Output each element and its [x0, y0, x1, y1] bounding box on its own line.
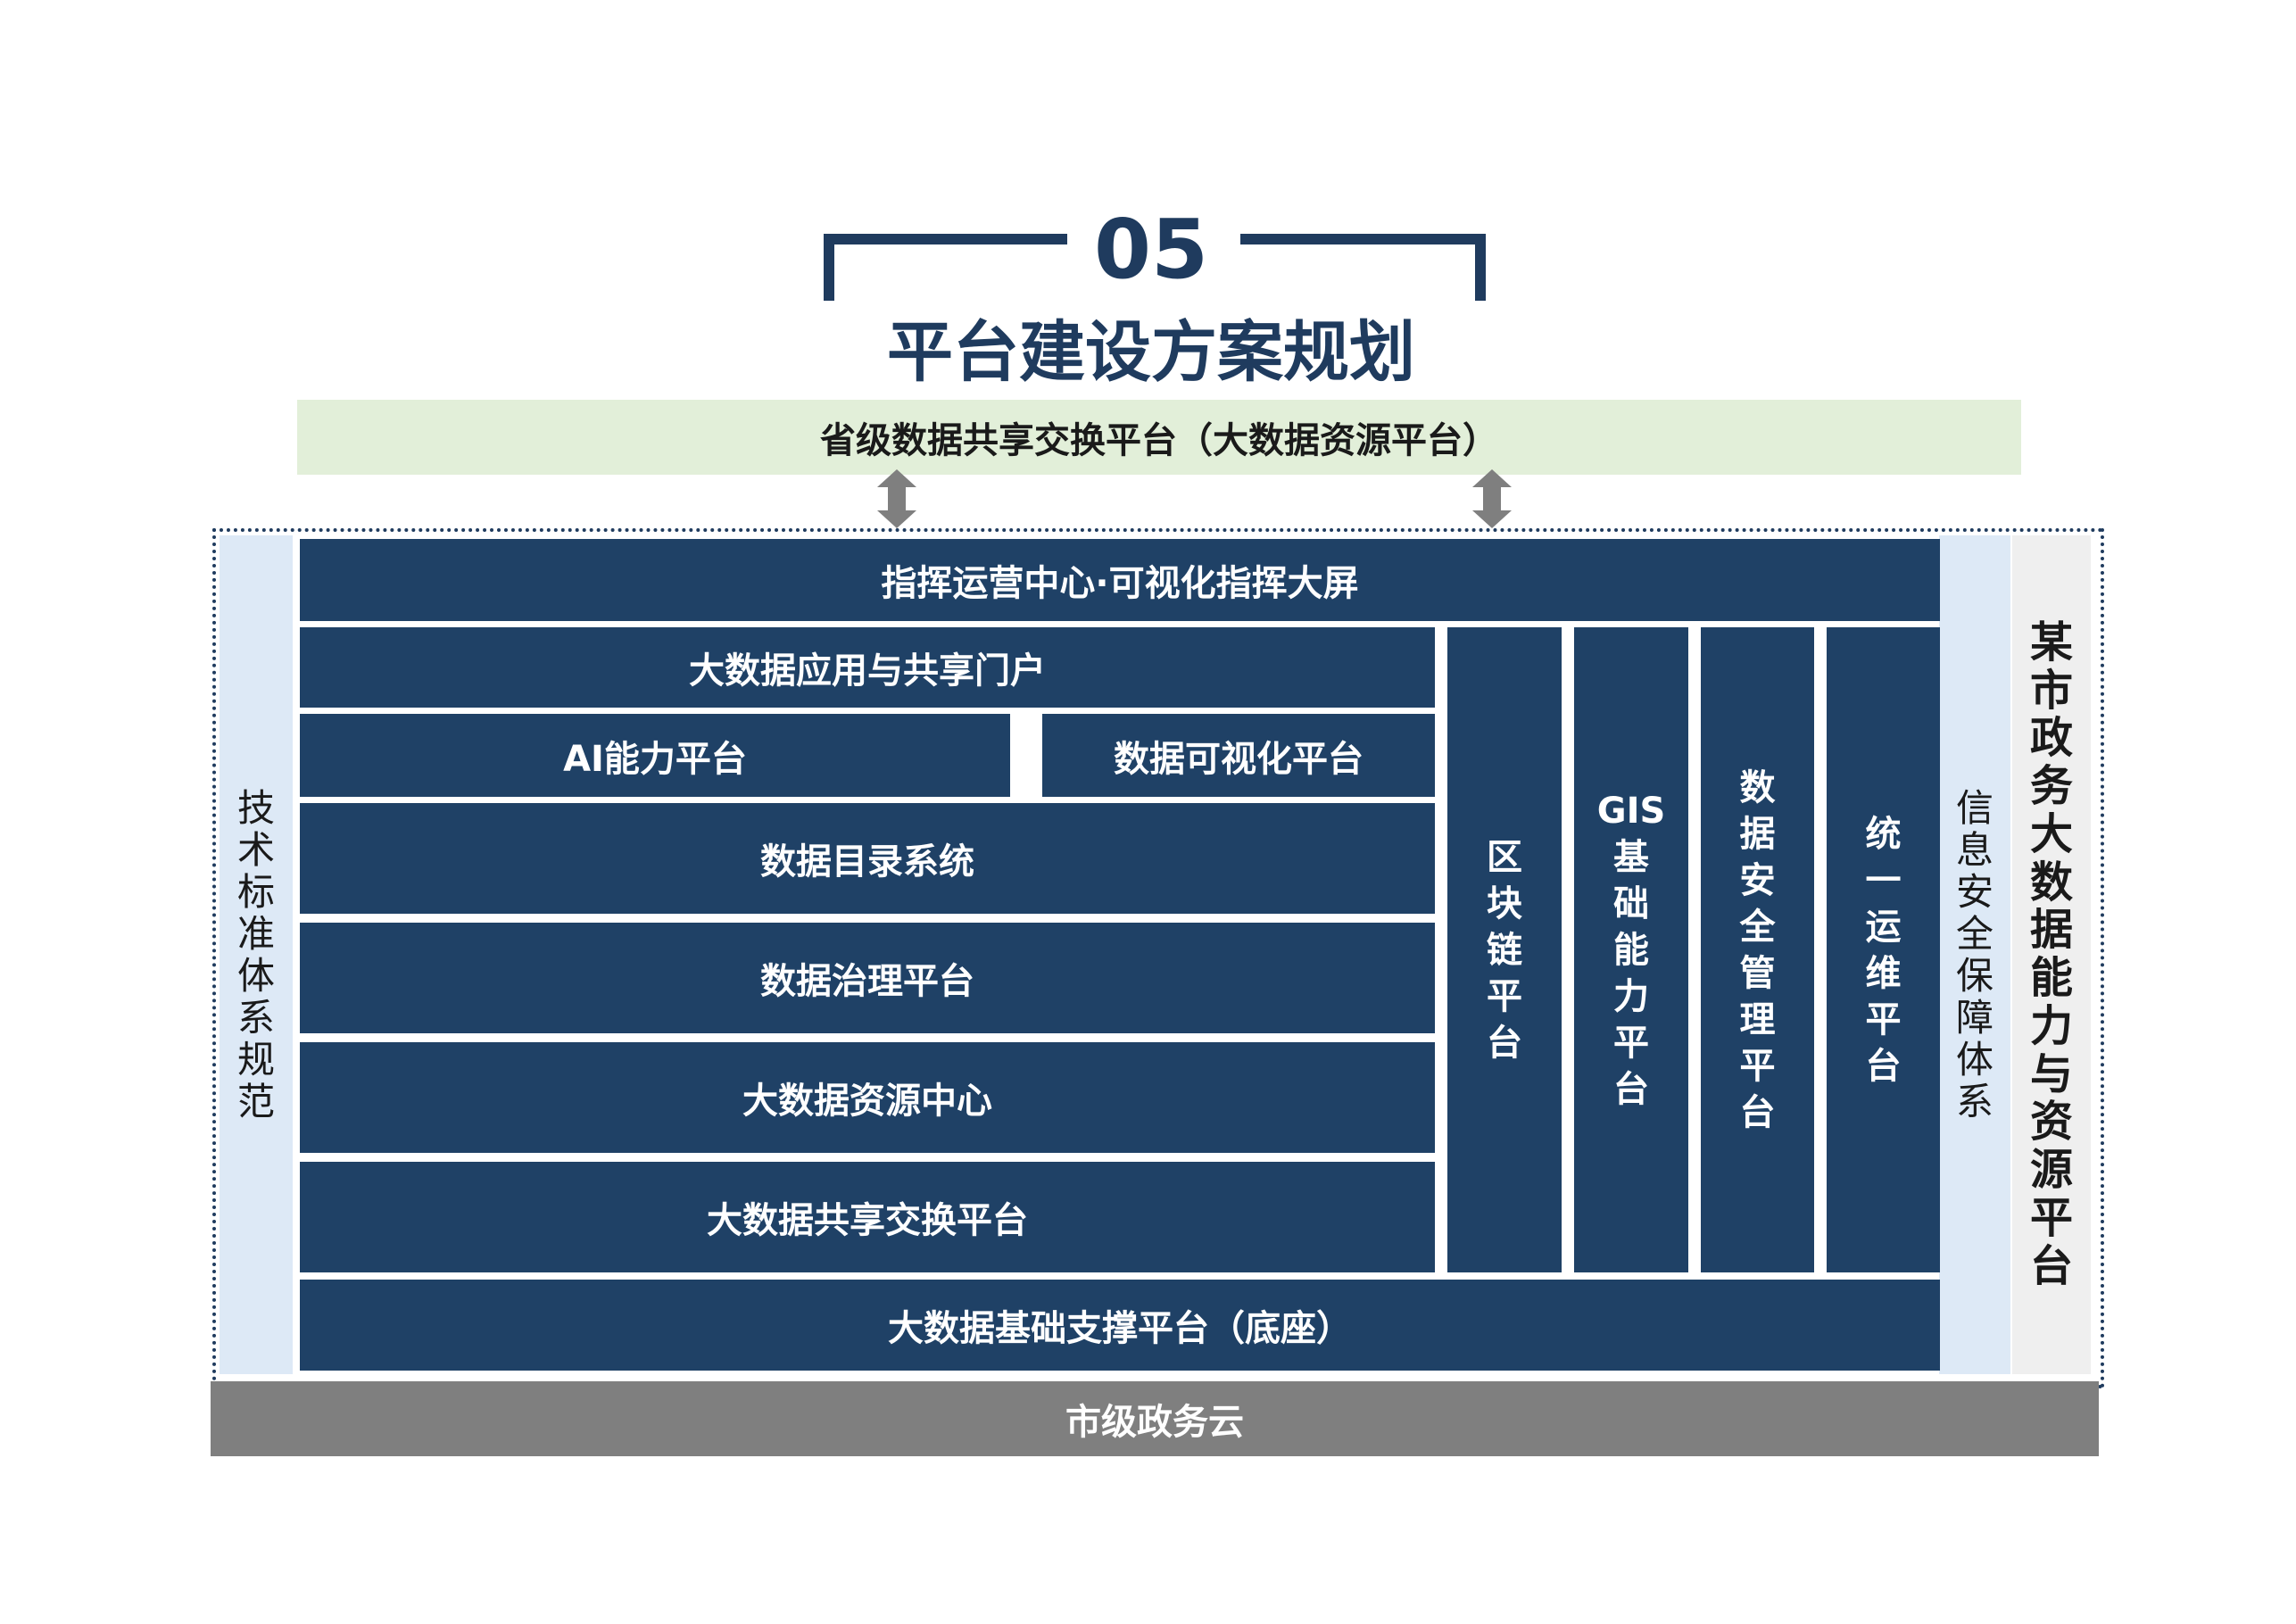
column-label-char: 台 — [1487, 1022, 1522, 1064]
tech-standard-char: 规 — [236, 1038, 275, 1082]
tech-standard-char: 术 — [236, 827, 275, 872]
platform-name-char: 源 — [2029, 1145, 2073, 1195]
column-label-char: 链 — [1487, 929, 1522, 971]
tech-standard-label: 技术标准体系规范 — [220, 535, 293, 1374]
column-label-char: 区 — [1487, 836, 1522, 878]
column-label-char: 安 — [1739, 859, 1776, 901]
platform-name-char: 据 — [2029, 905, 2073, 956]
tech-standard-char: 技 — [236, 785, 275, 830]
security-label: 信息安全保障体系 — [1939, 535, 2010, 1374]
security-char: 障 — [1955, 996, 1993, 1040]
double-arrow-icon — [877, 469, 916, 528]
platform-name-char: 数 — [2029, 857, 2073, 907]
platform-name-char: 力 — [2029, 1000, 2073, 1051]
security-char: 信 — [1955, 785, 1993, 830]
security-char: 息 — [1955, 827, 1993, 872]
platform-name-panel — [2012, 535, 2091, 1374]
platform-name-char: 资 — [2029, 1097, 2073, 1148]
column-label-char: 平 — [1487, 975, 1522, 1017]
bracket-left-horizontal — [824, 234, 1067, 244]
column-label-char: 块 — [1487, 882, 1522, 924]
column-label-char: 数 — [1739, 766, 1776, 808]
column-label-char: 一 — [1865, 859, 1902, 901]
security-char: 保 — [1955, 954, 1993, 998]
bracket-right-vertical — [1475, 234, 1486, 301]
tech-standard-char: 体 — [236, 954, 275, 998]
security-panel — [1939, 535, 2010, 1374]
column-label-char: 管 — [1739, 952, 1776, 994]
ai-platform-block: AI能力平台 — [300, 714, 1010, 797]
application-portal-block: 大数据应用与共享门户 — [300, 627, 1435, 708]
sharing-exchange-block: 大数据共享交换平台 — [300, 1162, 1435, 1272]
security-char: 体 — [1955, 1038, 1993, 1082]
security-char: 系 — [1955, 1080, 1993, 1124]
bracket-right-horizontal — [1240, 234, 1486, 244]
column-label-char: 统 — [1865, 813, 1902, 855]
tech-standard-panel — [220, 535, 293, 1374]
data-catalog-block: 数据目录系统 — [300, 803, 1435, 914]
column-label-char: 础 — [1613, 882, 1649, 924]
base-support-block: 大数据基础支撑平台（底座） — [300, 1280, 1940, 1371]
platform-name-char: 与 — [2029, 1048, 2073, 1099]
tech-standard-char: 系 — [236, 996, 275, 1040]
column-label-char: 台 — [1865, 1045, 1902, 1087]
column-label-char: 平 — [1613, 1022, 1649, 1064]
column-label-char: 全 — [1739, 906, 1776, 948]
column-label-char: 台 — [1613, 1068, 1649, 1110]
tech-standard-char: 范 — [236, 1080, 275, 1124]
data-governance-block: 数据治理平台 — [300, 923, 1435, 1033]
resource-center-block: 大数据资源中心 — [300, 1042, 1435, 1153]
column-label-char: 力 — [1613, 975, 1649, 1017]
platform-name-char: 某 — [2029, 617, 2073, 667]
column-label-char: 能 — [1613, 929, 1649, 971]
ops-platform-column: 统一运维平台 — [1827, 627, 1940, 1272]
tech-standard-char: 标 — [236, 869, 275, 914]
column-label-char: 平 — [1739, 1045, 1776, 1087]
double-arrow-icon — [1472, 469, 1512, 528]
column-label-char: GIS — [1596, 790, 1666, 832]
platform-name-char: 能 — [2029, 953, 2073, 1003]
tech-standard-char: 准 — [236, 911, 275, 956]
column-label-char: 台 — [1739, 1091, 1776, 1133]
platform-name-char: 政 — [2029, 713, 2073, 764]
column-label-char: 平 — [1865, 998, 1902, 1040]
column-label-char: 理 — [1739, 998, 1776, 1040]
blockchain-platform-column: 区块链平台 — [1447, 627, 1562, 1272]
column-label-char: 运 — [1865, 906, 1902, 948]
data-visualization-block: 数据可视化平台 — [1042, 714, 1435, 797]
security-char: 安 — [1955, 869, 1993, 914]
page-title: 平台建设方案规划 — [887, 314, 1415, 391]
platform-name-char: 务 — [2029, 761, 2073, 811]
provincial-exchange-platform: 省级数据共享交换平台（大数据资源平台） — [297, 400, 2021, 475]
platform-name-char: 大 — [2029, 808, 2073, 859]
column-label-char: 基 — [1613, 836, 1649, 878]
data-security-column: 数据安全管理平台 — [1701, 627, 1814, 1272]
platform-name-char: 平 — [2029, 1192, 2073, 1243]
security-char: 全 — [1955, 911, 1993, 956]
platform-name-char: 台 — [2029, 1240, 2073, 1291]
platform-name-char: 市 — [2029, 665, 2073, 716]
command-center-block: 指挥运营中心·可视化指挥大屏 — [300, 539, 1940, 621]
bracket-left-vertical — [824, 234, 834, 301]
city-gov-cloud: 市级政务云 — [211, 1381, 2099, 1456]
section-number: 05 — [1093, 202, 1209, 297]
platform-name-label: 某市政务大数据能力与资源平台 — [2012, 535, 2091, 1374]
column-label-char: 维 — [1865, 952, 1902, 994]
column-label-char: 据 — [1739, 813, 1776, 855]
